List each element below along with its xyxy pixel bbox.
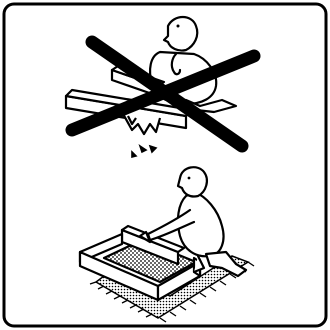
instruction-panel	[0, 0, 330, 330]
pictogram-svg	[0, 0, 330, 330]
